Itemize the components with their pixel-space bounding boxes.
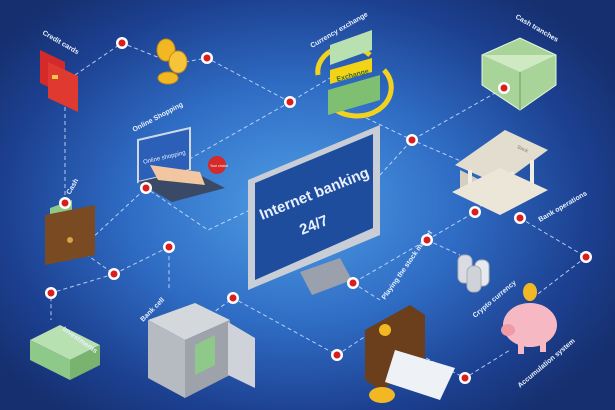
- connection-nodes: [45, 37, 592, 384]
- node-marker: [45, 287, 57, 299]
- label-credit-cards: Credit cards: [41, 30, 80, 57]
- gold-coins-icon: [156, 38, 188, 85]
- currency-exchange-icon: Exchange: [315, 30, 394, 119]
- monitor-icon: Internet banking 24/7: [248, 125, 380, 295]
- bank-cell-safe-icon: [148, 303, 255, 398]
- node-marker: [406, 134, 418, 146]
- credit-cards-icon: [40, 50, 78, 112]
- node-marker: [163, 241, 175, 253]
- node-marker: [284, 96, 296, 108]
- bank-sign-text: Bank: [516, 144, 529, 154]
- node-marker: [116, 37, 128, 49]
- cash-tranches-icon: [481, 37, 557, 111]
- node-marker: [201, 52, 213, 64]
- node-marker: [59, 197, 71, 209]
- laptop-online-shopping-icon: Online shopping Your choice: [137, 126, 228, 202]
- label-bank-operations: Bank operations: [538, 190, 589, 224]
- stock-market-briefcase-icon: [365, 305, 455, 403]
- label-cash: Cash: [66, 178, 81, 196]
- node-marker: [580, 251, 592, 263]
- your-choice-badge: Your choice: [210, 164, 228, 168]
- node-marker: [421, 234, 433, 246]
- wallet-icon: [45, 200, 95, 265]
- node-marker: [459, 372, 471, 384]
- node-marker: [108, 268, 120, 280]
- node-marker: [469, 206, 481, 218]
- node-marker: [227, 292, 239, 304]
- piggy-bank-icon: [501, 283, 557, 354]
- node-marker: [514, 212, 526, 224]
- node-marker: [140, 182, 152, 194]
- bank-building-icon: Bank: [452, 130, 548, 215]
- label-online-shopping: Online Shopping: [132, 101, 185, 133]
- investments-money-icon: [30, 325, 100, 380]
- crypto-coins-icon: [457, 254, 490, 293]
- node-marker: [347, 277, 359, 289]
- node-marker: [498, 82, 510, 94]
- node-marker: [331, 349, 343, 361]
